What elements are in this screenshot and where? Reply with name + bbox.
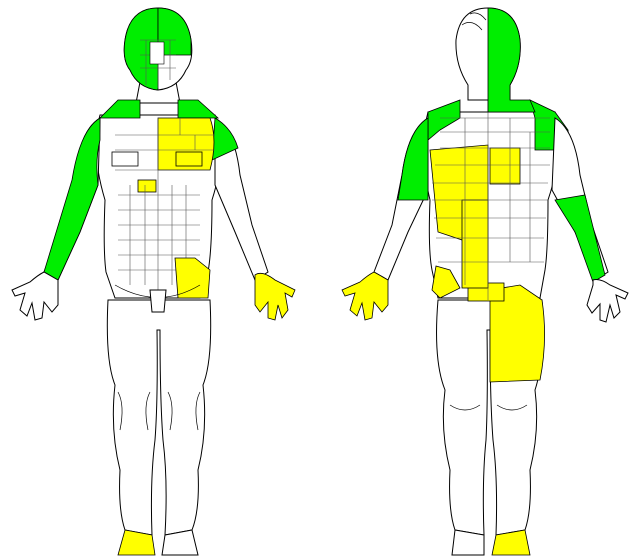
front-figure <box>12 8 295 555</box>
back-right-hand <box>342 272 388 320</box>
back-head-region <box>488 8 535 112</box>
front-left-hand <box>255 273 295 320</box>
back-left-hand <box>587 280 628 322</box>
back-figure <box>342 8 628 555</box>
front-shoulder-left <box>100 100 140 118</box>
front-chest-region <box>158 118 214 170</box>
back-right-arm-region <box>555 195 605 282</box>
back-left-arm-region <box>398 118 428 200</box>
front-shoulder-right <box>178 100 218 118</box>
back-right-foot <box>452 530 484 555</box>
front-right-arm-region <box>44 118 100 280</box>
front-right-hand <box>12 272 58 320</box>
front-legs <box>107 300 210 535</box>
